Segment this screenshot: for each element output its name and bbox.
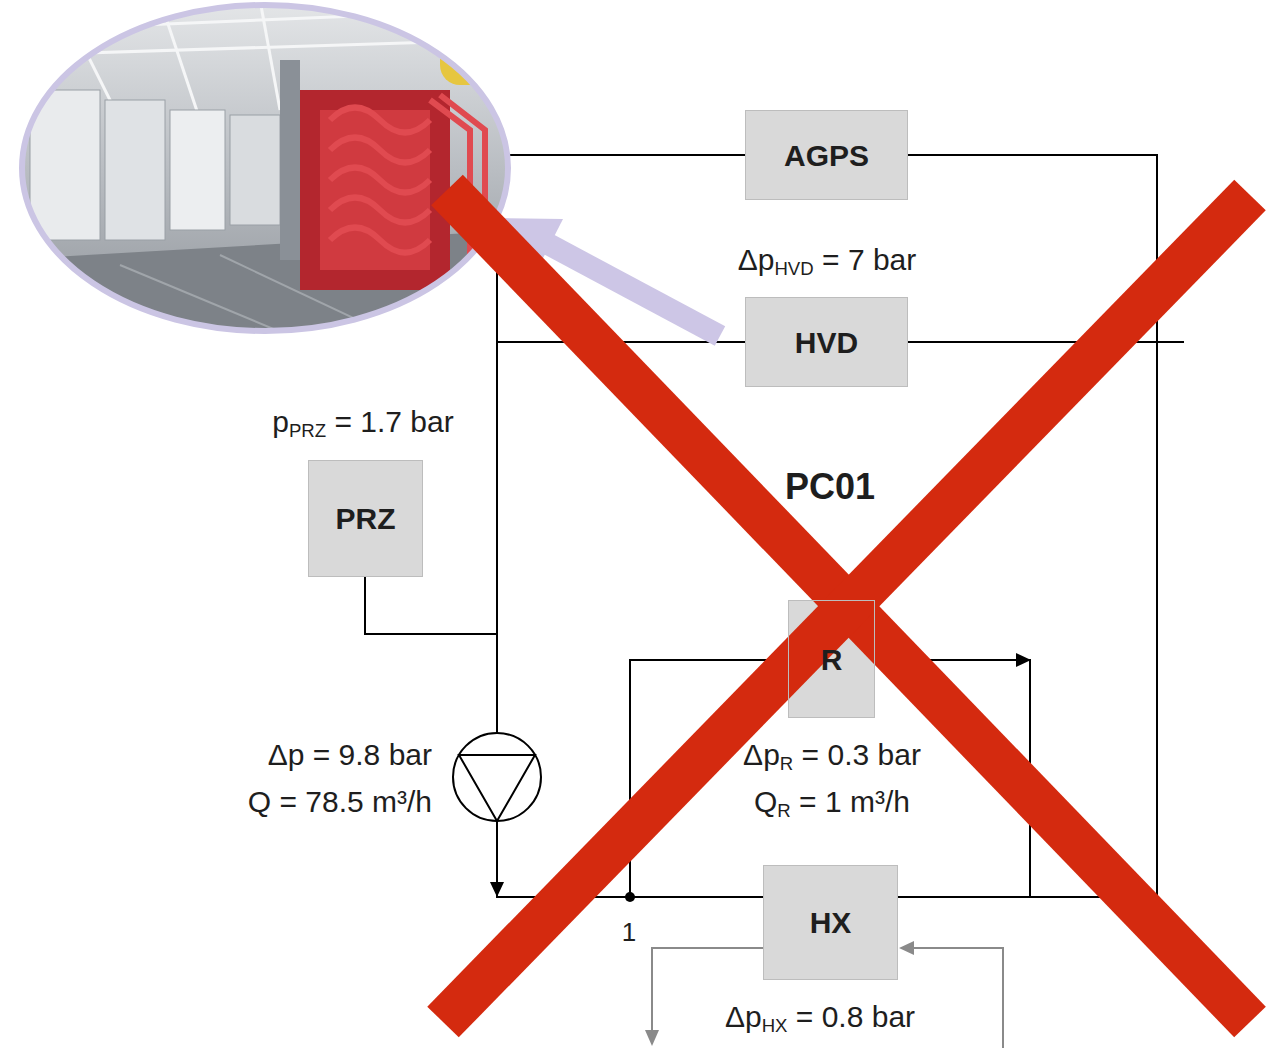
- parameter-label: Q = 78.5 m³/h: [248, 785, 432, 820]
- component-name: R: [821, 643, 843, 676]
- pipe-stub: [1157, 341, 1184, 343]
- hall-photo: [0, 0, 520, 340]
- component-name: HVD: [795, 326, 858, 359]
- cross-out-mark: [443, 195, 1250, 1022]
- component-box: R: [788, 600, 875, 718]
- parameter-label: Δp = 9.8 bar: [268, 738, 432, 773]
- callout-number: 1: [622, 918, 636, 948]
- photo-frame: [22, 5, 508, 331]
- subscript: PRZ: [289, 420, 326, 441]
- cooling-water-arrowhead: [899, 941, 914, 955]
- parameter-label: QR = 1 m³/h: [754, 785, 910, 820]
- pump-triangle: [459, 755, 535, 821]
- pump-symbol: [453, 733, 541, 821]
- component-name: HX: [810, 906, 852, 939]
- component-box: AGPS: [745, 110, 908, 200]
- component-name: AGPS: [784, 139, 869, 172]
- flow-arrowhead: [1016, 653, 1031, 667]
- box-fill: [308, 460, 423, 577]
- parameter-label: pPRZ = 1.7 bar: [272, 405, 453, 440]
- cooling-water-line: [912, 948, 1003, 1048]
- box-fill: [763, 865, 898, 980]
- box-fill: [745, 297, 908, 387]
- subscript: R: [780, 753, 793, 774]
- flow-arrowhead: [490, 882, 504, 897]
- parameter-label: ΔpHVD = 7 bar: [738, 243, 917, 278]
- junction-dot: [625, 892, 635, 902]
- component-box: HX: [763, 865, 898, 980]
- circuit-name: PC01: [785, 466, 875, 507]
- component-box: PRZ: [308, 460, 423, 577]
- cooling-water-arrowhead: [645, 1030, 659, 1046]
- parameter-label: ΔpHX = 0.8 bar: [725, 1000, 915, 1035]
- box-fill: [745, 110, 908, 200]
- subscript: R: [777, 800, 790, 821]
- subscript: HVD: [774, 258, 813, 279]
- component-name: PRZ: [336, 502, 396, 535]
- subscript: HX: [762, 1015, 788, 1036]
- component-box: HVD: [745, 297, 908, 387]
- parameter-label: ΔpR = 0.3 bar: [743, 738, 921, 773]
